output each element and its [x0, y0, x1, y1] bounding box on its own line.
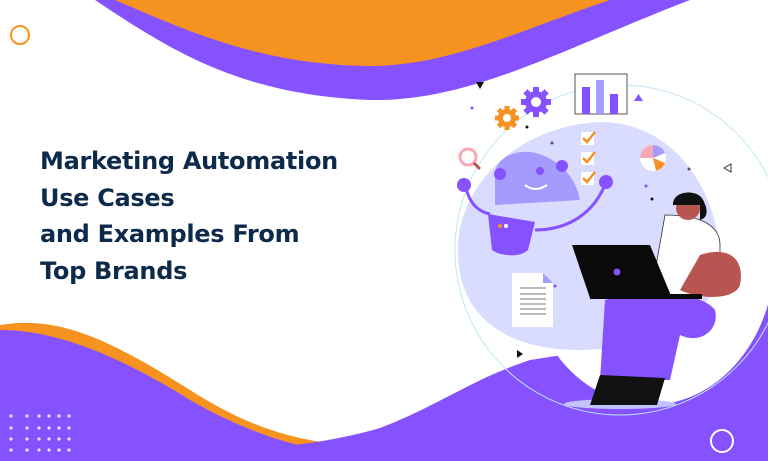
pie-chart-icon	[640, 145, 666, 171]
triangle-left-icon	[722, 163, 732, 173]
top-wave	[95, 0, 690, 101]
decor-ring-white	[710, 429, 734, 453]
play-icon	[517, 350, 523, 358]
gear-icon-orange	[495, 106, 519, 130]
bottom-wave	[0, 280, 768, 461]
dot-grid	[9, 414, 71, 452]
triangle-down-icon	[476, 82, 484, 89]
decor-ring-orange	[10, 25, 30, 45]
title-line-1: Marketing Automation	[40, 147, 338, 175]
triangle-up-icon	[634, 94, 643, 101]
checklist-icon	[581, 131, 596, 185]
magnifier-icon	[458, 147, 482, 171]
document-icon	[512, 273, 553, 327]
bar-chart-icon	[574, 73, 628, 115]
robot-icon	[457, 151, 613, 256]
gear-icon-purple	[521, 87, 551, 117]
title-line-4: Top Brands	[40, 256, 188, 285]
title-line-3: and Examples From	[40, 220, 300, 248]
person-illustration	[564, 192, 741, 409]
title-line-2: Use Cases	[40, 183, 175, 212]
page-title: Marketing Automation Use Cases and Examp…	[40, 143, 338, 289]
